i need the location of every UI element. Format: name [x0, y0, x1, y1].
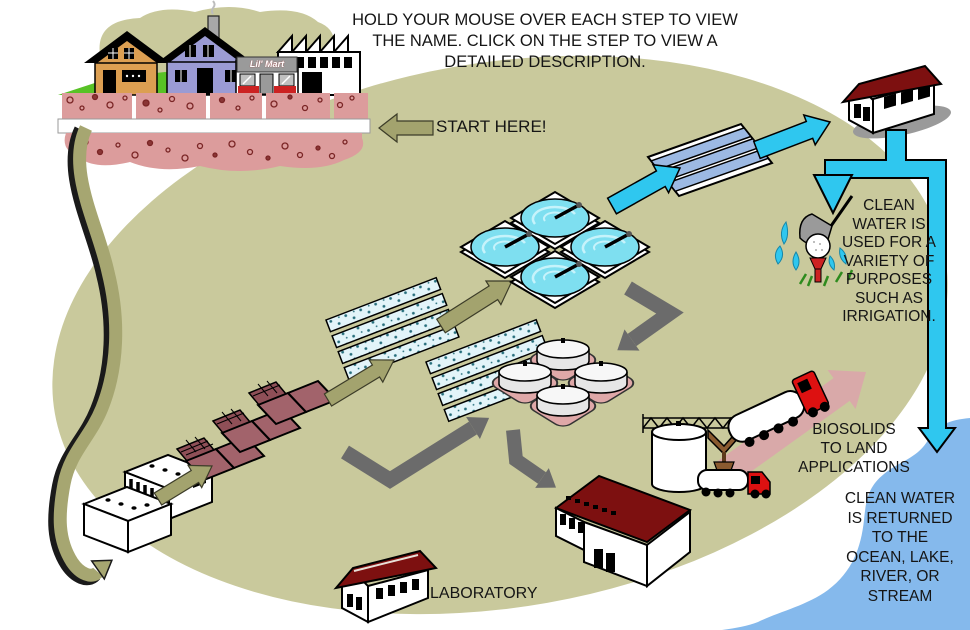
house-blue: [158, 27, 252, 96]
store-sign-band: [236, 56, 298, 73]
digesters[interactable]: [488, 337, 638, 429]
roof: [333, 549, 438, 590]
door: [103, 70, 116, 95]
disinfection-building[interactable]: [840, 64, 954, 145]
golf-irrigation-icon[interactable]: [774, 195, 854, 287]
sewer-main-pipe: [57, 118, 371, 134]
golf-ball: [805, 233, 831, 259]
laboratory-label: LABORATORY: [430, 585, 538, 602]
start-here-arrow: [378, 112, 434, 144]
arrow-primary-to-aeration: [323, 359, 395, 407]
arrow-aeration-to-clarifiers: [435, 280, 513, 334]
roof-vents: [566, 496, 616, 515]
city-collection-system[interactable]: [57, 0, 371, 171]
flow-arrows-olive: [153, 112, 513, 506]
biosolids-loadout[interactable]: [642, 370, 832, 499]
arrow-clarifiers-to-filters: [606, 163, 682, 215]
roof: [840, 64, 943, 104]
clean-water-arrows: [606, 113, 832, 215]
irrigation-branch-arrowhead: [812, 174, 854, 216]
store: [235, 56, 299, 96]
solids-handling-building[interactable]: [553, 474, 693, 589]
receiving-water[interactable]: [722, 418, 970, 630]
biosolids-arrow: [716, 370, 866, 485]
factory-door: [302, 72, 322, 95]
arrow-filters-to-building: [752, 113, 832, 160]
clarifier[interactable]: [559, 219, 651, 280]
biosolids-note: BIOSOLIDS TO LAND APPLICATIONS: [798, 421, 910, 476]
grass-tufts: [798, 269, 854, 287]
store-door: [259, 73, 274, 95]
water-splashes: [774, 220, 847, 271]
smoke: [211, 0, 216, 15]
clarifier[interactable]: [509, 249, 601, 310]
irrigation-note: CLEAN WATER IS USED FOR A VARIETY OF PUR…: [842, 197, 936, 325]
clarifier[interactable]: [509, 190, 601, 251]
clarifier[interactable]: [459, 219, 551, 280]
roof: [553, 474, 693, 544]
returned-water-note: CLEAN WATER IS RETURNED TO THE OCEAN, LA…: [844, 490, 956, 605]
door: [606, 553, 615, 572]
city-soil: [57, 93, 371, 171]
pipe-arrowhead: [90, 559, 114, 581]
arrow-headworks-to-primary: [153, 464, 213, 506]
secondary-clarifiers[interactable]: [459, 190, 651, 310]
door: [594, 549, 603, 568]
tertiary-filters[interactable]: [646, 122, 774, 198]
laboratory-building[interactable]: [333, 549, 438, 624]
store-sign-label: Lil' Mart: [249, 59, 285, 69]
right-wall: [646, 509, 691, 589]
clean-water-pipe: [812, 129, 957, 454]
start-here-label: START HERE!: [436, 117, 547, 136]
door: [197, 68, 213, 95]
instructions-text: HOLD YOUR MOUSE OVER EACH STEP TO VIEW T…: [352, 11, 738, 71]
small-tanker-truck[interactable]: [697, 469, 771, 499]
sludge-arrows-gray: [341, 281, 684, 489]
digester-tanks: [498, 338, 628, 417]
collection-pipe[interactable]: [48, 125, 123, 586]
big-tanker-truck[interactable]: [721, 370, 832, 452]
primary-sedimentation-basins[interactable]: [175, 379, 338, 482]
